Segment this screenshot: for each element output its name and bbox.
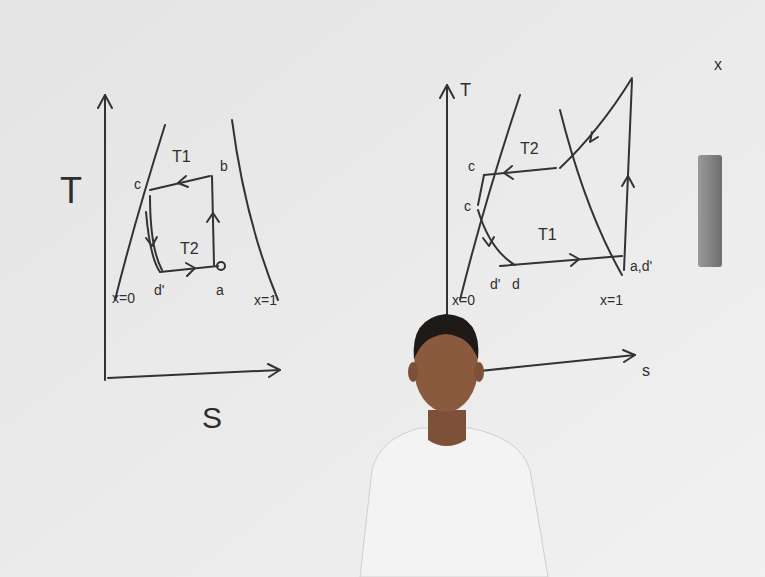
flow-arrowhead: [207, 213, 219, 222]
axis-arrowhead: [98, 95, 112, 108]
flow-arrowhead: [146, 237, 157, 246]
flow-arrowhead: [590, 132, 598, 142]
process-line: [478, 175, 484, 205]
axis-arrowhead: [268, 364, 280, 377]
state-label: c: [466, 158, 477, 174]
process-line: [500, 256, 622, 266]
flow-arrowhead: [186, 263, 195, 276]
s-axis: [108, 370, 280, 378]
axis-arrowhead: [623, 350, 635, 362]
state-label: d: [510, 276, 522, 292]
axis-label: T: [458, 80, 473, 100]
ear: [474, 362, 484, 382]
process-line: [478, 210, 515, 265]
state-label: b: [218, 158, 230, 174]
quality-label: x=1: [598, 292, 625, 308]
saturated-liquid-line: [460, 95, 520, 300]
process-line: [160, 266, 218, 272]
axis-label: s: [640, 362, 652, 380]
flow-arrowhead: [570, 254, 579, 266]
process-line: [484, 168, 556, 175]
left-cycle: [98, 95, 280, 380]
process-line: [212, 176, 214, 265]
flow-arrowhead: [483, 237, 494, 246]
quality-label: x=1: [252, 292, 279, 308]
state-label: c: [462, 198, 473, 214]
white-shirt: [360, 428, 548, 577]
temperature-label: T1: [170, 148, 193, 166]
flow-arrowhead: [622, 176, 634, 187]
quality-label: x=0: [450, 292, 477, 308]
t-axis: [104, 95, 106, 380]
lecturer: [360, 314, 548, 577]
axis-label: S: [200, 402, 224, 434]
saturated-vapour-line: [560, 110, 622, 275]
axis-arrowhead: [440, 85, 454, 98]
saturated-liquid-line: [115, 125, 165, 300]
hair: [414, 314, 479, 360]
flow-arrowhead: [178, 176, 188, 187]
process-line: [560, 78, 632, 168]
process-line: [146, 212, 160, 272]
saturated-vapour-line: [232, 120, 278, 300]
neck: [428, 410, 466, 446]
state-label: d': [152, 282, 166, 298]
state-label: c: [132, 176, 143, 192]
quality-label: x=0: [110, 290, 137, 306]
state-label: a: [214, 282, 226, 298]
note-label: x: [712, 56, 724, 74]
state-label: d': [488, 276, 502, 292]
temperature-label: T1: [536, 226, 559, 244]
ear: [408, 362, 418, 382]
s-axis: [470, 355, 635, 372]
state-point: [217, 262, 225, 270]
temperature-label: T2: [518, 140, 541, 158]
axis-label: T: [58, 172, 84, 210]
process-line: [150, 196, 162, 270]
state-label: a,d': [628, 258, 654, 274]
process-line: [150, 176, 210, 190]
board-eraser: [698, 155, 722, 267]
process-line: [624, 80, 632, 270]
flow-arrowhead: [504, 166, 513, 179]
temperature-label: T2: [178, 240, 201, 258]
